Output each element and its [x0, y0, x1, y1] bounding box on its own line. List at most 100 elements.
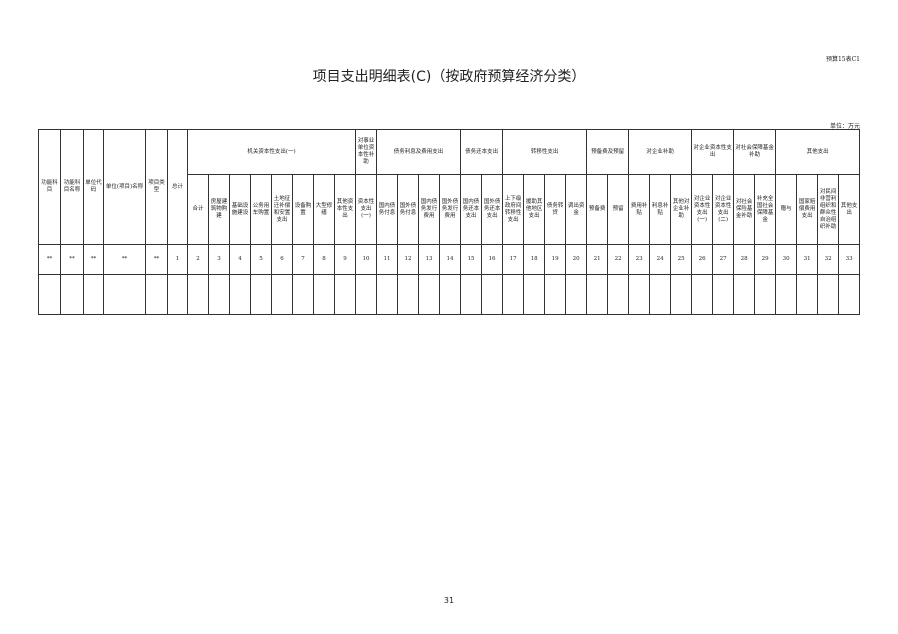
column-header: 国内债务还本支出	[460, 174, 483, 245]
header-row-detail: 合计房屋建筑物购建基础设施建设公务用车购置土地征迁补偿和安置支出设备购置大型修缮…	[39, 174, 861, 245]
index-cell: 21	[586, 244, 609, 275]
index-cell: 22	[607, 244, 630, 275]
group-header: 预备费及预留	[586, 129, 630, 175]
group-header: 对企业资本性支出	[691, 129, 735, 175]
index-cell: 2	[187, 244, 209, 275]
index-cell: 10	[355, 244, 378, 275]
empty-cell	[565, 274, 588, 315]
expenditure-table: 功能科目功能科目名称单位代码单位(项目)名称项目类型总计机关资本性支出(一)对事…	[38, 129, 861, 315]
column-header: 赠与	[775, 174, 798, 245]
column-header: 合计	[187, 174, 209, 245]
index-cell: **	[38, 244, 61, 275]
empty-cell	[292, 274, 314, 315]
index-cell: 12	[397, 244, 420, 275]
form-code: 预算15表C1	[825, 56, 860, 63]
header-row-group: 功能科目功能科目名称单位代码单位(项目)名称项目类型总计机关资本性支出(一)对事…	[38, 129, 861, 245]
unit-label: 单位：万元	[829, 123, 860, 130]
index-cell: 16	[481, 244, 504, 275]
column-header: 预留	[607, 174, 630, 245]
group-header: 其他支出	[775, 129, 861, 175]
empty-cell	[817, 274, 840, 315]
column-header: 房屋建筑物购建	[208, 174, 230, 245]
empty-cell	[502, 274, 525, 315]
column-header: 其他对企业补助	[670, 174, 693, 245]
column-header: 总计	[167, 129, 188, 245]
empty-cell	[586, 274, 609, 315]
empty-cell	[628, 274, 651, 315]
index-cell: 28	[733, 244, 756, 275]
column-header: 国外债务发行费用	[439, 174, 462, 245]
column-header: 国内债务发行费用	[418, 174, 441, 245]
empty-cell	[397, 274, 420, 315]
group-header: 转移性支出	[502, 129, 588, 175]
column-header: 国内债务付息	[376, 174, 399, 245]
column-header: 费用补贴	[628, 174, 651, 245]
column-header: 其他支出	[838, 174, 861, 245]
column-header: 公务用车购置	[250, 174, 272, 245]
index-cell: 30	[775, 244, 798, 275]
index-cell: 23	[628, 244, 651, 275]
column-header: 利息补贴	[649, 174, 672, 245]
index-cell: 29	[754, 244, 777, 275]
column-header: 对企业资本性支出(一)	[691, 174, 714, 245]
empty-cell	[187, 274, 209, 315]
index-cell: 25	[670, 244, 693, 275]
column-header: 功能科目	[38, 129, 61, 245]
empty-cell	[439, 274, 462, 315]
index-cell: 31	[796, 244, 819, 275]
column-header: 其他资本性支出	[333, 174, 357, 245]
empty-cell	[167, 274, 188, 315]
column-header: 补充全国社会保障基金	[754, 174, 777, 245]
index-cell: 15	[460, 244, 483, 275]
empty-cell	[796, 274, 819, 315]
group-header: 对社会保障基金补助	[733, 129, 777, 175]
index-cell: 20	[565, 244, 588, 275]
index-cell: 18	[523, 244, 546, 275]
index-cell: 26	[691, 244, 714, 275]
index-cell: 6	[271, 244, 293, 275]
column-header: 调出资金	[565, 174, 588, 245]
empty-cell	[607, 274, 630, 315]
empty-cell	[460, 274, 483, 315]
empty-cell	[775, 274, 798, 315]
empty-cell	[38, 274, 61, 315]
index-cell: 8	[313, 244, 335, 275]
column-header: 土地征迁补偿和安置支出	[271, 174, 293, 245]
empty-cell	[83, 274, 104, 315]
empty-cell	[333, 274, 357, 315]
empty-cell	[712, 274, 735, 315]
empty-cell	[208, 274, 230, 315]
index-cell: 32	[817, 244, 840, 275]
empty-cell	[481, 274, 504, 315]
column-header: 项目类型	[145, 129, 168, 245]
empty-cell	[376, 274, 399, 315]
empty-cell	[670, 274, 693, 315]
empty-cell	[145, 274, 168, 315]
group-header: 债务还本支出	[460, 129, 504, 175]
column-header: 上下级政府间转移性支出	[502, 174, 525, 245]
index-cell: 11	[376, 244, 399, 275]
empty-cell	[60, 274, 84, 315]
column-header: 援助其他地区支出	[523, 174, 546, 245]
empty-cell	[649, 274, 672, 315]
index-cell: **	[60, 244, 84, 275]
empty-cell	[691, 274, 714, 315]
empty-cell	[250, 274, 272, 315]
empty-cell	[523, 274, 546, 315]
empty-cell	[103, 274, 146, 315]
index-cell: 17	[502, 244, 525, 275]
column-header: 对社会保险基金补助	[733, 174, 756, 245]
column-header: 设备购置	[292, 174, 314, 245]
column-header: 国外债务付息	[397, 174, 420, 245]
index-cell: 14	[439, 244, 462, 275]
index-cell: 7	[292, 244, 314, 275]
data-row	[38, 274, 861, 315]
empty-cell	[418, 274, 441, 315]
index-cell: 13	[418, 244, 441, 275]
group-header: 对企业补助	[628, 129, 693, 175]
empty-cell	[544, 274, 567, 315]
empty-cell	[733, 274, 756, 315]
index-cell: 4	[229, 244, 251, 275]
page-number: 31	[443, 596, 455, 605]
column-header: 单位代码	[83, 129, 104, 245]
